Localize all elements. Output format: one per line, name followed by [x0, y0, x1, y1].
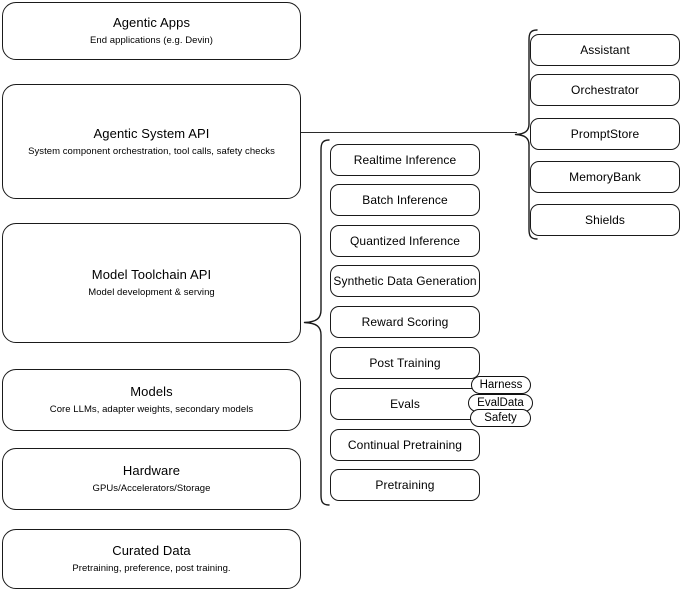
component-orchestrator[interactable]: Orchestrator: [530, 74, 680, 106]
eval-pill-label: Harness: [479, 378, 523, 391]
component-batch-inference[interactable]: Batch Inference: [330, 184, 480, 216]
layer-title: Agentic Apps: [112, 15, 191, 30]
component-label: Evals: [390, 396, 420, 411]
eval-pill-label: EvalData: [477, 396, 524, 409]
component-synthetic-data-generation[interactable]: Synthetic Data Generation: [330, 265, 480, 297]
brace-agentic-system: [514, 28, 538, 252]
component-evals[interactable]: Evals: [330, 388, 480, 420]
layer-title: Model Toolchain API: [91, 267, 212, 282]
layer-models[interactable]: Models Core LLMs, adapter weights, secon…: [2, 369, 301, 431]
component-label: Realtime Inference: [353, 152, 457, 167]
connector-system-api-to-components: [301, 132, 517, 134]
component-promptstore[interactable]: PromptStore: [530, 118, 680, 150]
component-label: Batch Inference: [362, 192, 448, 207]
component-post-training[interactable]: Post Training: [330, 347, 480, 379]
component-label: Quantized Inference: [350, 233, 460, 248]
component-shields[interactable]: Shields: [530, 204, 680, 236]
layer-subtitle: End applications (e.g. Devin): [90, 35, 213, 46]
eval-pill-label: Safety: [484, 411, 517, 424]
component-label: Post Training: [369, 355, 441, 370]
layer-title: Curated Data: [112, 543, 191, 558]
layer-curated-data[interactable]: Curated Data Pretraining, preference, po…: [2, 529, 301, 589]
layer-subtitle: Core LLMs, adapter weights, secondary mo…: [49, 404, 254, 415]
layer-title: Agentic System API: [93, 125, 210, 141]
eval-pill-harness[interactable]: Harness: [471, 376, 531, 394]
layer-subtitle: Model development & serving: [88, 287, 215, 298]
component-label: PromptStore: [570, 126, 640, 141]
component-label: Shields: [584, 212, 626, 227]
component-reward-scoring[interactable]: Reward Scoring: [330, 306, 480, 338]
component-realtime-inference[interactable]: Realtime Inference: [330, 144, 480, 176]
component-assistant[interactable]: Assistant: [530, 34, 680, 66]
component-label: Pretraining: [375, 477, 435, 492]
layer-subtitle: Pretraining, preference, post training.: [72, 563, 231, 574]
eval-pill-safety[interactable]: Safety: [470, 409, 531, 427]
layer-title: Models: [130, 384, 173, 399]
component-memorybank[interactable]: MemoryBank: [530, 161, 680, 193]
component-label: Continual Pretraining: [347, 437, 463, 452]
layer-agentic-system-api[interactable]: Agentic System API System component orch…: [2, 84, 301, 199]
layer-subtitle: System component orchestration, tool cal…: [28, 145, 275, 157]
layer-title: Hardware: [122, 463, 181, 478]
layer-subtitle: GPUs/Accelerators/Storage: [92, 483, 211, 494]
layer-hardware[interactable]: Hardware GPUs/Accelerators/Storage: [2, 448, 301, 510]
component-label: Reward Scoring: [361, 314, 449, 329]
component-label: Assistant: [580, 42, 630, 57]
component-label: Synthetic Data Generation: [333, 273, 477, 288]
layer-agentic-apps[interactable]: Agentic Apps End applications (e.g. Devi…: [2, 2, 301, 60]
component-pretraining[interactable]: Pretraining: [330, 469, 480, 501]
component-continual-pretraining[interactable]: Continual Pretraining: [330, 429, 480, 461]
brace-model-toolchain: [303, 138, 330, 518]
layer-model-toolchain-api[interactable]: Model Toolchain API Model development & …: [2, 223, 301, 343]
component-quantized-inference[interactable]: Quantized Inference: [330, 225, 480, 257]
component-label: MemoryBank: [569, 169, 641, 184]
component-label: Orchestrator: [571, 82, 639, 97]
